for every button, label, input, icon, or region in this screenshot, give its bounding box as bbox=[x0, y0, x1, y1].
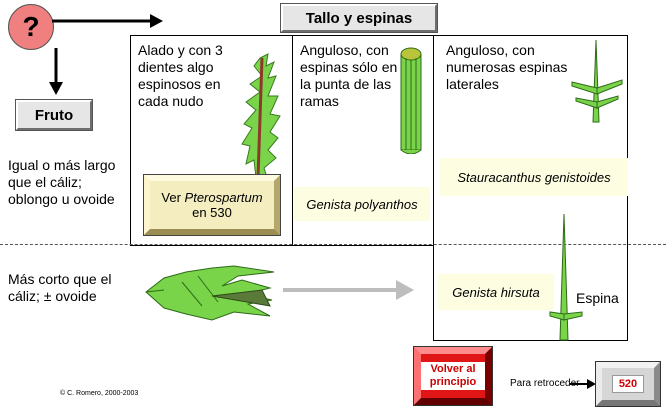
tallo-header: Tallo y espinas bbox=[280, 3, 438, 33]
copyright-text: © C. Romero, 2000-2003 bbox=[60, 390, 139, 397]
ver-pterospartum-button[interactable]: Ver Pterospartum en 530 bbox=[143, 174, 281, 236]
back-page-number: 520 bbox=[611, 375, 645, 393]
stem-panel-winged bbox=[130, 35, 293, 246]
species-genista-hirsuta[interactable]: Genista hirsuta bbox=[438, 274, 554, 310]
stem-desc-winged: Alado y con 3 dientes algo espinosos en … bbox=[138, 42, 223, 109]
back-arrow-icon bbox=[570, 379, 596, 389]
para-retroceder-label: Para retroceder bbox=[510, 378, 580, 389]
ver-prefix: Ver bbox=[161, 190, 185, 205]
ver-button-line1: Ver Pterospartum bbox=[161, 190, 262, 205]
divider-line bbox=[0, 244, 666, 245]
fruit-desc-long: Igual o más largo que el cáliz; oblongo … bbox=[8, 157, 116, 207]
fruto-header: Fruto bbox=[15, 99, 93, 131]
question-icon: ? bbox=[8, 4, 54, 50]
stem-panel-angular-tip bbox=[293, 35, 433, 246]
stem-desc-angular-lateral: Anguloso, con numerosas espinas laterale… bbox=[446, 42, 568, 92]
fruit-desc-short: Más corto que el cáliz; ± ovoide bbox=[8, 271, 112, 304]
fruit-calyx-illustration bbox=[145, 265, 275, 321]
back-button[interactable]: 520 bbox=[595, 361, 661, 407]
espina-label: Espina bbox=[576, 290, 619, 306]
lateral-spines-illustration bbox=[571, 39, 623, 123]
angular-stem-illustration bbox=[400, 47, 422, 154]
ver-genus: Pterospartum bbox=[184, 190, 263, 205]
winged-stem-illustration bbox=[241, 53, 281, 181]
stem-desc-angular-tip: Anguloso, con espinas sólo en la punta d… bbox=[300, 42, 398, 109]
ver-button-line2: en 530 bbox=[192, 205, 232, 220]
species-genista-polyanthos[interactable]: Genista polyanthos bbox=[294, 187, 430, 221]
volver-principio-button[interactable]: Volver al principio bbox=[413, 346, 493, 406]
volver-label: Volver al principio bbox=[421, 362, 485, 390]
species-stauracanthus-genistoides[interactable]: Stauracanthus genistoides bbox=[440, 158, 628, 196]
espina-illustration bbox=[549, 213, 583, 341]
